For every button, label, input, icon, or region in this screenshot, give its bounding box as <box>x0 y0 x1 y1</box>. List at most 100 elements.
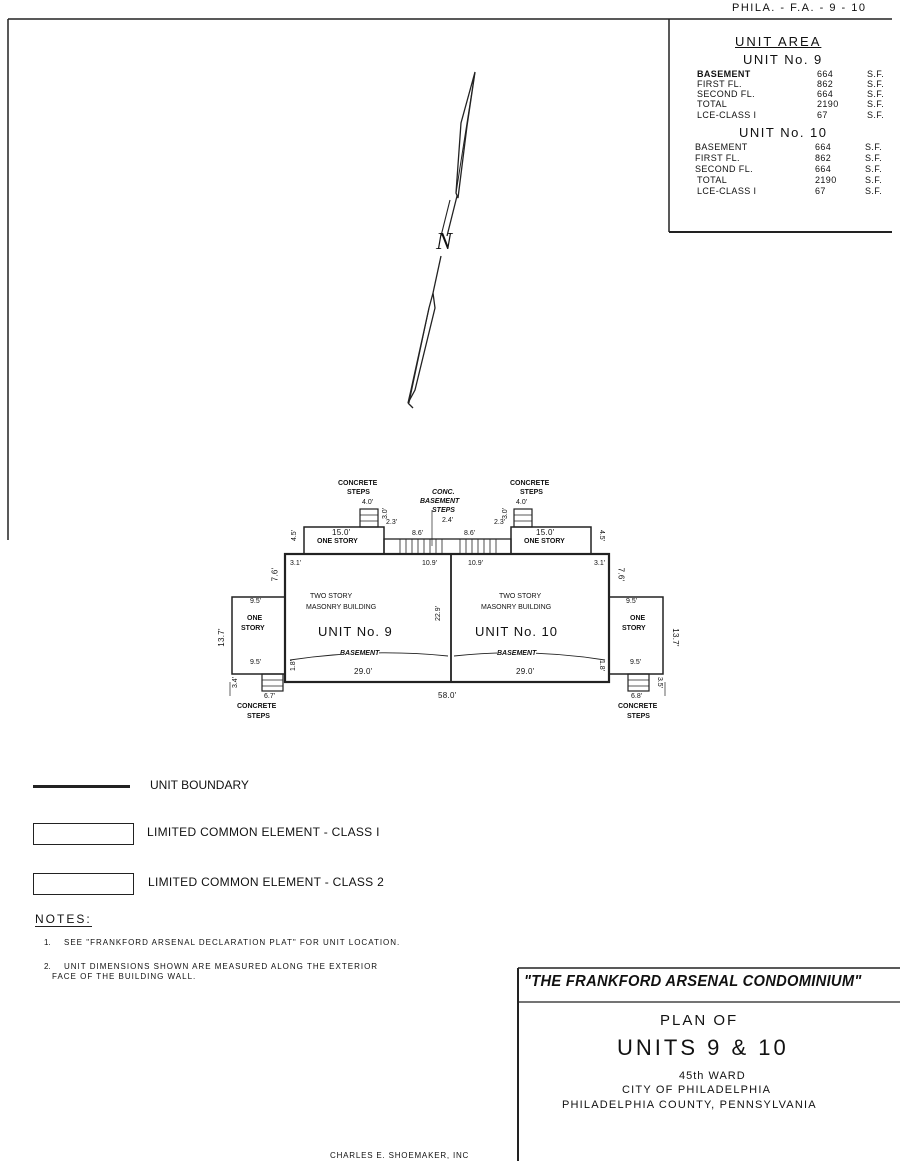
conc-label: CONC. <box>432 489 455 496</box>
dim-3-0-left: 3.0' <box>382 507 390 520</box>
table-row: BASEMENT 664 S.F. <box>697 69 897 80</box>
dim-4-0-left: 4.0' <box>362 499 374 506</box>
row-unit: S.F. <box>867 89 885 99</box>
basement-label-unit9: BASEMENT <box>340 650 380 657</box>
table-row: SECOND FL. 664 S.F. <box>695 164 895 175</box>
front-steps-unit9 <box>261 673 284 692</box>
dim-4-5-right: 4.5' <box>598 529 606 542</box>
unit-area-table: UNIT AREA UNIT No. 9 BASEMENT 664 S.F. F… <box>695 34 895 234</box>
lce-class2-swatch <box>33 873 134 895</box>
table-row: TOTAL 2190 S.F. <box>695 175 895 186</box>
dim-1-8-right: 1.8' <box>598 659 606 672</box>
unit10-label: UNIT No. 10 <box>475 624 559 639</box>
unit9-heading: UNIT No. 9 <box>743 52 823 67</box>
masonry-unit10: MASONRY BUILDING <box>481 604 552 611</box>
dim-6-7: 6.7' <box>264 693 276 700</box>
row-label: LCE-CLASS I <box>697 110 757 120</box>
rear-steps-label2-unit10: STEPS <box>520 489 543 496</box>
row-label: TOTAL <box>697 175 728 185</box>
dim-3-0-right: 3.0' <box>502 507 510 520</box>
city: CITY OF PHILADELPHIA <box>622 1084 772 1096</box>
two-story-unit9: TWO STORY <box>310 593 353 600</box>
ward: 45th WARD <box>679 1070 746 1082</box>
table-row: BASEMENT 664 S.F. <box>695 142 895 153</box>
dim-7-6-left: 7.6' <box>270 567 280 582</box>
plan-labels: CONCRETE STEPS CONCRETE STEPS CONC. BASE… <box>210 470 690 730</box>
row-value: 664 <box>815 142 832 152</box>
dim-3-4: 3.4' <box>232 676 240 689</box>
dim-2-3-left: 2.3' <box>386 519 398 526</box>
row-label: FIRST FL. <box>695 153 740 163</box>
dim-13-7-right: 13.7' <box>670 628 680 647</box>
row-value: 862 <box>817 79 834 89</box>
note-2-num: 2. <box>44 962 51 971</box>
table-row: SECOND FL. 664 S.F. <box>697 89 897 100</box>
table-row: LCE-CLASS I 67 S.F. <box>695 186 895 197</box>
dim-10-9-left: 10.9' <box>422 560 437 567</box>
legend-unit-boundary: UNIT BOUNDARY <box>150 778 249 792</box>
table-row: FIRST FL. 862 S.F. <box>695 153 895 164</box>
rear-steps-unit9 <box>359 508 379 528</box>
side-one-unit9: ONE <box>247 615 263 622</box>
dim-2-3-right: 2.3' <box>494 519 506 526</box>
dim-7-6-right: 7.6' <box>616 567 626 582</box>
dim-9-5-top-right: 9.5' <box>626 598 638 605</box>
dim-10-9-right: 10.9' <box>468 560 483 567</box>
row-unit: S.F. <box>865 164 883 174</box>
row-unit: S.F. <box>867 69 885 79</box>
basement-steps-label2: STEPS <box>432 507 455 514</box>
note-2-text: UNIT DIMENSIONS SHOWN ARE MEASURED ALONG… <box>64 962 379 971</box>
side-story-unit10: STORY <box>622 625 646 632</box>
side-story-unit9: STORY <box>241 625 265 632</box>
project-title: "THE FRANKFORD ARSENAL CONDOMINIUM" <box>524 973 862 990</box>
side-one-unit10: ONE <box>630 615 646 622</box>
dim-15-0-right: 15.0' <box>536 528 555 537</box>
row-label: LCE-CLASS I <box>697 186 757 196</box>
dim-3-1-left: 3.1' <box>290 560 302 567</box>
front-steps-label2-unit10: STEPS <box>627 713 650 720</box>
dim-15-0-left: 15.0' <box>332 528 351 537</box>
dim-1-8-left: 1.8' <box>290 659 298 672</box>
row-value: 2190 <box>817 99 839 109</box>
dim-29-0-left: 29.0' <box>354 667 373 676</box>
front-steps-label-unit10: CONCRETE <box>618 703 658 710</box>
basement-label-unit10: BASEMENT <box>497 650 537 657</box>
one-story-rear-unit9: ONE STORY <box>317 538 358 545</box>
front-steps-label-unit9: CONCRETE <box>237 703 277 710</box>
units-title: UNITS 9 & 10 <box>617 1035 789 1060</box>
row-unit: S.F. <box>867 79 885 89</box>
dim-22-9: 22.9' <box>434 606 442 621</box>
plan-of: PLAN OF <box>660 1012 739 1029</box>
dim-29-0-right: 29.0' <box>516 667 535 676</box>
dim-8-6-left: 8.6' <box>412 530 424 537</box>
unit9-label: UNIT No. 9 <box>318 624 393 639</box>
dim-9-5-bot-left: 9.5' <box>250 659 262 666</box>
dim-9-5-top-left: 9.5' <box>250 598 262 605</box>
building-plan <box>229 508 666 696</box>
row-value: 862 <box>815 153 832 163</box>
note-2-text-line2: FACE OF THE BUILDING WALL. <box>52 972 197 981</box>
row-value: 2190 <box>815 175 837 185</box>
credit: CHARLES E. SHOEMAKER, INC <box>330 1151 470 1160</box>
legend-lce-class1: LIMITED COMMON ELEMENT - CLASS I <box>147 825 380 839</box>
row-label: TOTAL <box>697 99 728 109</box>
lce-class1-swatch <box>33 823 134 845</box>
dim-4-0-right: 4.0' <box>516 499 528 506</box>
notes-heading: NOTES: <box>35 912 92 927</box>
row-value: 67 <box>815 186 826 196</box>
dim-6-8: 6.8' <box>631 693 643 700</box>
row-unit: S.F. <box>865 175 883 185</box>
row-label: BASEMENT <box>697 69 751 79</box>
basement-steps-label: BASEMENT <box>420 498 460 505</box>
row-unit: S.F. <box>867 110 885 120</box>
dim-13-7-left: 13.7' <box>216 628 226 647</box>
unit-boundary-swatch <box>33 785 130 788</box>
legend-lce-class2: LIMITED COMMON ELEMENT - CLASS 2 <box>148 875 385 889</box>
row-label: FIRST FL. <box>697 79 742 89</box>
basement-steps <box>383 538 512 555</box>
front-steps-label2-unit9: STEPS <box>247 713 270 720</box>
note-1-text: SEE "FRANKFORD ARSENAL DECLARATION PLAT"… <box>64 938 401 947</box>
dim-4-5-left: 4.5' <box>291 529 299 542</box>
dim-8-6-right: 8.6' <box>464 530 476 537</box>
